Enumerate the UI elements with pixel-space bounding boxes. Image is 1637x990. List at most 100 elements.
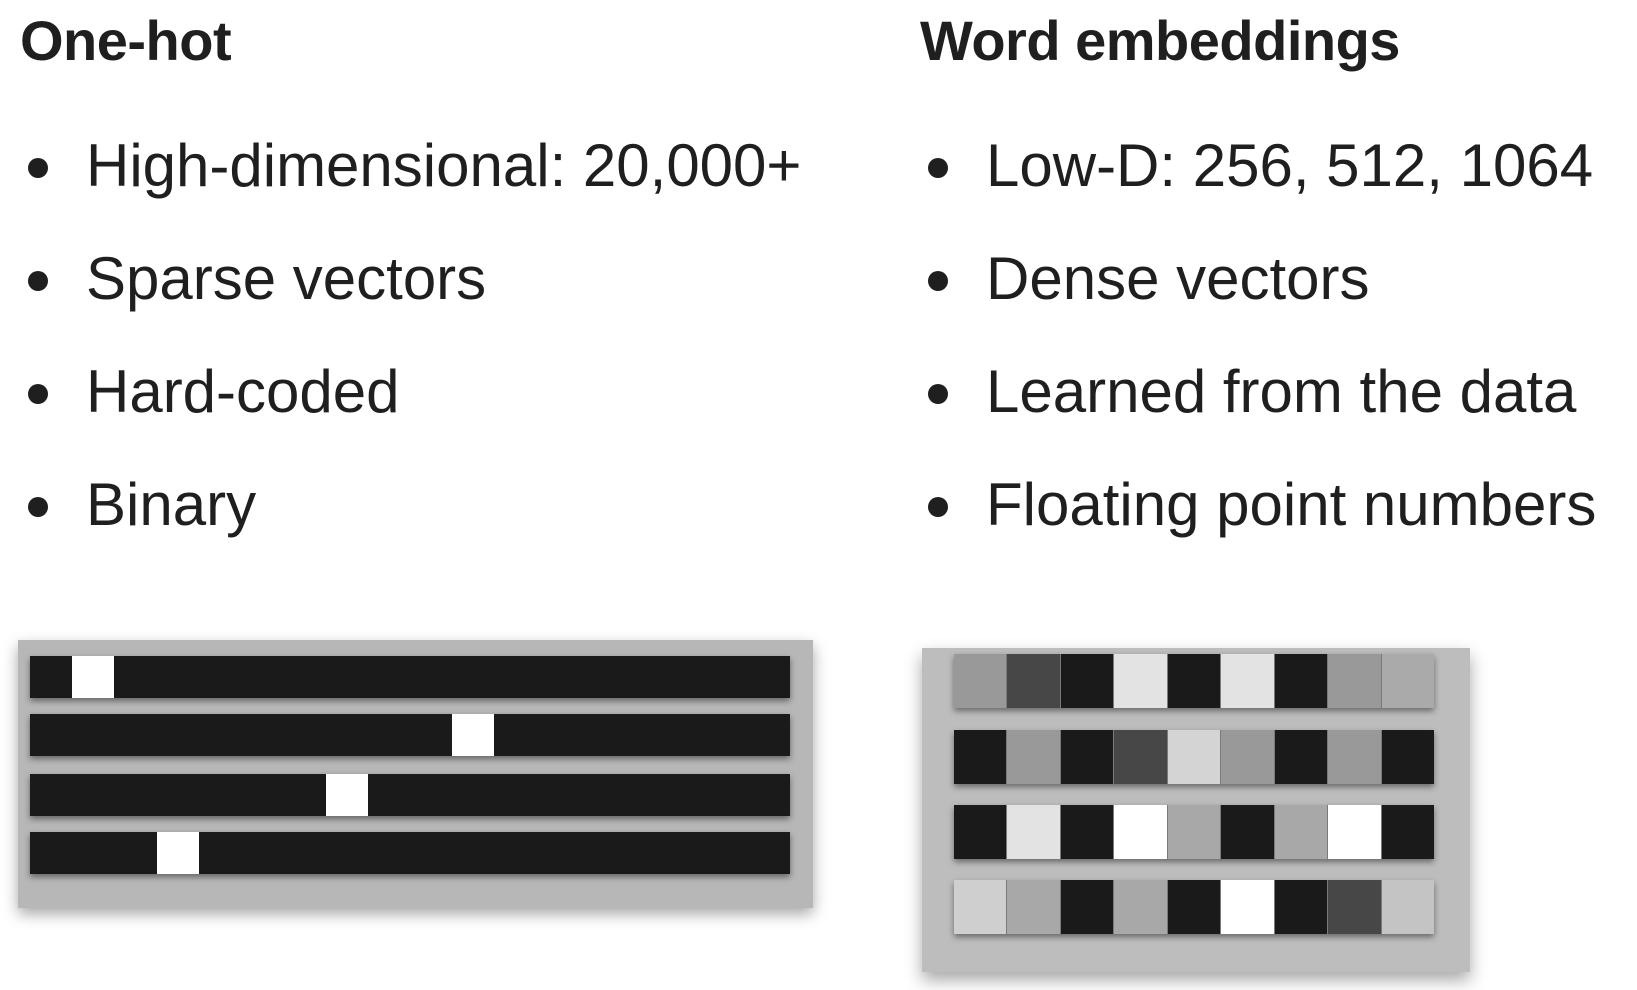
one-hot-zero-cell (72, 774, 115, 816)
one-hot-zero-cell (241, 714, 284, 756)
embedding-value-cell (1274, 880, 1329, 934)
one-hot-active-cell (72, 656, 115, 698)
one-hot-bullet-list: High-dimensional: 20,000+ Sparse vectors… (20, 126, 801, 578)
one-hot-zero-cell (367, 656, 410, 698)
embedding-value-cell (1381, 654, 1434, 708)
word-embeddings-title: Word embeddings (920, 9, 1400, 72)
embedding-vector-row (954, 654, 1434, 708)
embedding-value-cell (1381, 805, 1434, 859)
one-hot-zero-cell (536, 656, 579, 698)
embedding-value-cell (1007, 730, 1061, 784)
embedding-value-cell (954, 730, 1008, 784)
one-hot-bullet: High-dimensional: 20,000+ (20, 126, 801, 239)
one-hot-active-cell (452, 714, 495, 756)
embedding-value-cell (1274, 730, 1329, 784)
bullet-text: Learned from the data (986, 358, 1577, 425)
one-hot-zero-cell (30, 774, 73, 816)
embedding-vector-row (954, 730, 1434, 784)
one-hot-bullet: Hard-coded (20, 352, 801, 465)
one-hot-zero-cell (621, 774, 664, 816)
one-hot-zero-cell (198, 774, 242, 816)
embedding-value-cell (954, 805, 1008, 859)
one-hot-zero-cell (452, 774, 495, 816)
embedding-value-cell (1114, 805, 1168, 859)
one-hot-zero-cell (409, 656, 453, 698)
embedding-value-cell (1328, 880, 1382, 934)
embedding-value-cell (1060, 730, 1115, 784)
embedding-value-cell (1007, 654, 1061, 708)
bullet-dot-icon (28, 497, 48, 517)
one-hot-zero-cell (367, 832, 410, 874)
one-hot-zero-cell (705, 714, 748, 756)
bullet-dot-icon (928, 271, 948, 291)
one-hot-zero-cell (283, 832, 326, 874)
embedding-value-cell (1167, 730, 1222, 784)
bullet-text: Floating point numbers (986, 471, 1597, 538)
embedding-value-cell (1060, 805, 1115, 859)
one-hot-zero-cell (536, 774, 579, 816)
one-hot-zero-cell (156, 774, 199, 816)
embedding-vector-row (954, 880, 1434, 934)
embedding-vector-row (954, 805, 1434, 859)
one-hot-zero-cell (325, 832, 368, 874)
one-hot-zero-cell (198, 714, 242, 756)
one-hot-vector-row (30, 774, 790, 816)
one-hot-zero-cell (663, 832, 706, 874)
bullet-text: High-dimensional: 20,000+ (86, 132, 802, 199)
one-hot-vector-row (30, 714, 790, 756)
one-hot-zero-cell (663, 656, 706, 698)
one-hot-zero-cell (198, 832, 242, 874)
embedding-value-cell (1221, 730, 1275, 784)
embedding-value-cell (1274, 654, 1329, 708)
embedding-value-cell (1060, 654, 1115, 708)
one-hot-active-cell (156, 832, 199, 874)
one-hot-zero-cell (409, 714, 453, 756)
one-hot-zero-cell (578, 774, 622, 816)
one-hot-zero-cell (705, 774, 748, 816)
one-hot-zero-cell (536, 832, 579, 874)
one-hot-zero-cell (452, 656, 495, 698)
bullet-text: Low-D: 256, 512, 1064 (986, 132, 1594, 199)
one-hot-zero-cell (536, 714, 579, 756)
one-hot-vector-row (30, 656, 790, 698)
one-hot-zero-cell (367, 714, 410, 756)
one-hot-zero-cell (578, 656, 622, 698)
embedding-value-cell (954, 880, 1008, 934)
embedding-value-cell (1114, 730, 1168, 784)
one-hot-zero-cell (283, 656, 326, 698)
embedding-value-cell (1167, 805, 1222, 859)
word-embeddings-bullet: Dense vectors (920, 239, 1596, 352)
one-hot-zero-cell (241, 832, 284, 874)
one-hot-zero-cell (578, 714, 622, 756)
one-hot-vector-row (30, 832, 790, 874)
word-embeddings-bullet: Low-D: 256, 512, 1064 (920, 126, 1596, 239)
one-hot-zero-cell (663, 714, 706, 756)
embedding-value-cell (1221, 805, 1275, 859)
one-hot-zero-cell (156, 714, 199, 756)
one-hot-bullet: Binary (20, 465, 801, 578)
one-hot-zero-cell (747, 832, 790, 874)
bullet-dot-icon (928, 384, 948, 404)
one-hot-zero-cell (409, 774, 453, 816)
one-hot-zero-cell (30, 714, 73, 756)
one-hot-title: One-hot (20, 9, 232, 72)
embedding-value-cell (1007, 805, 1061, 859)
embedding-value-cell (1221, 654, 1275, 708)
one-hot-zero-cell (241, 774, 284, 816)
embedding-value-cell (1328, 805, 1382, 859)
word-embeddings-bullet: Learned from the data (920, 352, 1596, 465)
embedding-vectors-illustration (922, 648, 1470, 972)
one-hot-zero-cell (747, 774, 790, 816)
one-hot-zero-cell (494, 656, 537, 698)
embedding-value-cell (1007, 880, 1061, 934)
word-embeddings-bullet: Floating point numbers (920, 465, 1596, 578)
one-hot-zero-cell (705, 656, 748, 698)
one-hot-zero-cell (621, 714, 664, 756)
one-hot-zero-cell (325, 714, 368, 756)
embedding-value-cell (954, 654, 1008, 708)
one-hot-zero-cell (621, 656, 664, 698)
one-hot-zero-cell (72, 832, 115, 874)
bullet-text: Binary (86, 471, 257, 538)
embedding-value-cell (1381, 730, 1434, 784)
bullet-dot-icon (928, 158, 948, 178)
